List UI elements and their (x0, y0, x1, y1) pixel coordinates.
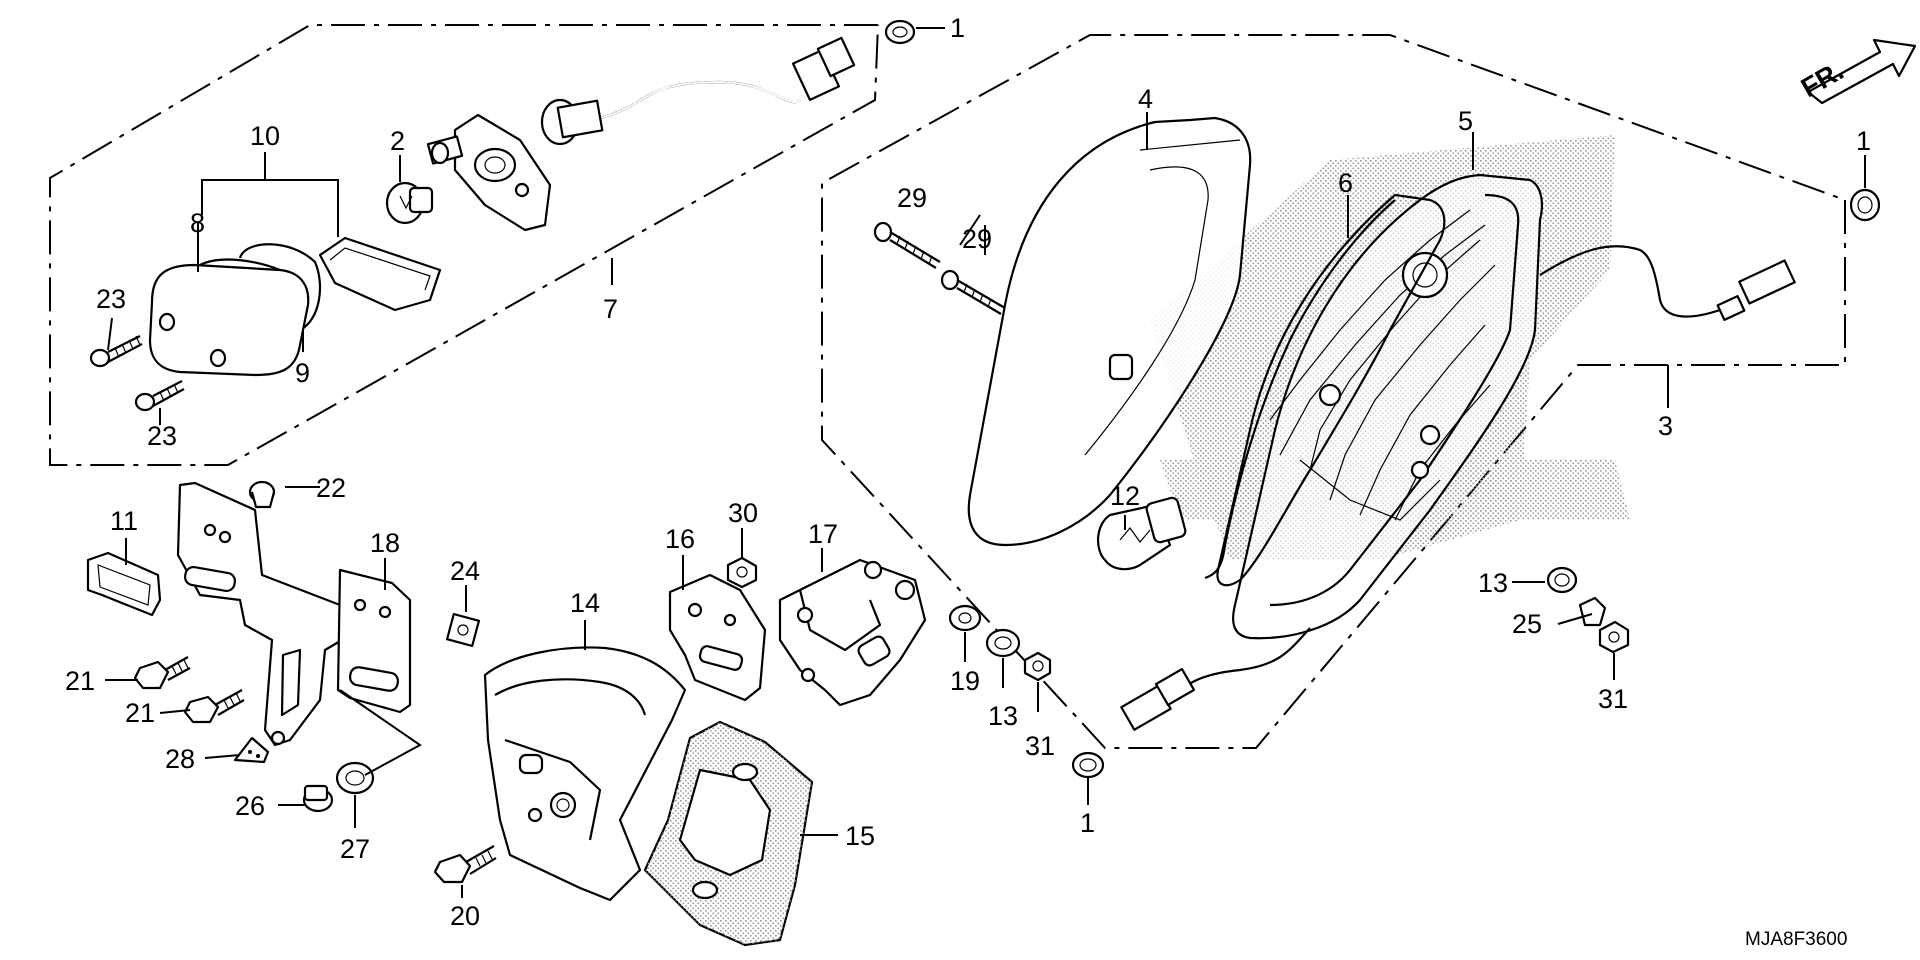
callout-7: 7 (603, 294, 618, 324)
callout-labels: 1 2 10 8 9 7 23 23 1 5 6 4 29 29 3 12 1 … (65, 13, 1871, 950)
nut-part-31-right (1598, 620, 1630, 654)
catalog-code: MJA8F3600 (1745, 929, 1847, 950)
screw-part-23-b (134, 380, 185, 412)
callout-1-bottom: 1 (1080, 808, 1095, 838)
callout-3: 3 (1658, 411, 1673, 441)
callout-10: 10 (250, 121, 280, 151)
taillight-housing (1232, 173, 1544, 640)
bracket-part-17 (778, 558, 927, 707)
taillight-bulb (1097, 496, 1187, 571)
bracket-part-16 (668, 573, 767, 702)
nut-part-31-left (1023, 651, 1052, 682)
callout-22: 22 (316, 473, 346, 503)
front-direction-arrow: FR. (1796, 38, 1917, 105)
callout-30: 30 (728, 498, 758, 528)
collar-part-13-right (1546, 566, 1578, 594)
washer-part-19 (948, 604, 982, 632)
callout-2: 2 (390, 126, 405, 156)
bolt-part-21-a (133, 656, 191, 690)
fender-seal-part-15 (643, 720, 814, 947)
callout-19: 19 (950, 666, 980, 696)
screw-part-29-a (873, 221, 941, 269)
callout-21-lower: 21 (125, 698, 155, 728)
callout-23-lower: 23 (147, 421, 177, 451)
callout-27: 27 (340, 834, 370, 864)
callout-13-left: 13 (988, 701, 1018, 731)
license-plate-mount (336, 568, 412, 714)
callout-21-upper: 21 (65, 666, 95, 696)
callout-26: 26 (235, 791, 265, 821)
license-light-cable (540, 36, 856, 146)
taillight-gasket (1204, 193, 1446, 587)
nut-part-30 (726, 556, 758, 589)
callout-31-left: 31 (1025, 731, 1055, 761)
license-light-socket (426, 113, 552, 232)
rear-fender-part-14 (483, 646, 687, 902)
screw-part-23-a (89, 335, 143, 368)
callout-24: 24 (450, 556, 480, 586)
callout-25: 25 (1512, 609, 1542, 639)
license-light-lens (148, 243, 322, 377)
bolt-part-21-b (183, 689, 245, 724)
callout-18: 18 (370, 528, 400, 558)
license-light-assembly-outline (49, 24, 879, 466)
callout-29-upper: 29 (897, 183, 927, 213)
callout-31-right: 31 (1598, 684, 1628, 714)
callout-23-upper: 23 (96, 284, 126, 314)
callout-8: 8 (190, 208, 205, 238)
callout-14: 14 (570, 588, 600, 618)
callout-5: 5 (1458, 106, 1473, 136)
callout-29-lower: 29 (962, 224, 992, 254)
grommet-part-22 (248, 480, 276, 509)
callout-15: 15 (845, 821, 875, 851)
front-direction-label: FR. (1796, 55, 1849, 103)
leader-lines (105, 27, 1866, 898)
grommet-part-1-bottom (1071, 751, 1105, 779)
callout-28: 28 (165, 744, 195, 774)
collar-part-26 (302, 784, 334, 813)
clip-part-28 (233, 736, 270, 764)
bolt-part-25 (1578, 596, 1607, 627)
callout-11: 11 (110, 506, 138, 536)
clip-nut-part-24 (445, 612, 481, 648)
license-bracket (176, 481, 344, 747)
callout-6: 6 (1338, 168, 1353, 198)
callout-1-right: 1 (1856, 126, 1871, 156)
grommet-part-1-top (884, 19, 916, 45)
callout-13-right: 13 (1478, 568, 1508, 598)
taillight-cable (1120, 245, 1796, 731)
grommet-part-1-right (1849, 188, 1881, 222)
bolt-part-20 (433, 845, 497, 884)
callout-16: 16 (665, 524, 695, 554)
license-light-bulb (385, 181, 434, 225)
taillight-assembly-outline (821, 34, 1846, 749)
callout-20: 20 (450, 901, 480, 931)
reflector-part-11 (86, 551, 162, 617)
callout-1: 1 (950, 13, 965, 43)
license-light-reflector (318, 236, 442, 312)
callout-12: 12 (1110, 481, 1140, 511)
taillight-lens (967, 116, 1252, 547)
callout-9: 9 (295, 358, 310, 388)
callout-17: 17 (808, 519, 838, 549)
screw-part-29-b (940, 269, 1006, 315)
callout-4: 4 (1138, 84, 1153, 114)
collar-part-13-left (985, 628, 1021, 658)
grommet-part-27 (335, 761, 375, 795)
